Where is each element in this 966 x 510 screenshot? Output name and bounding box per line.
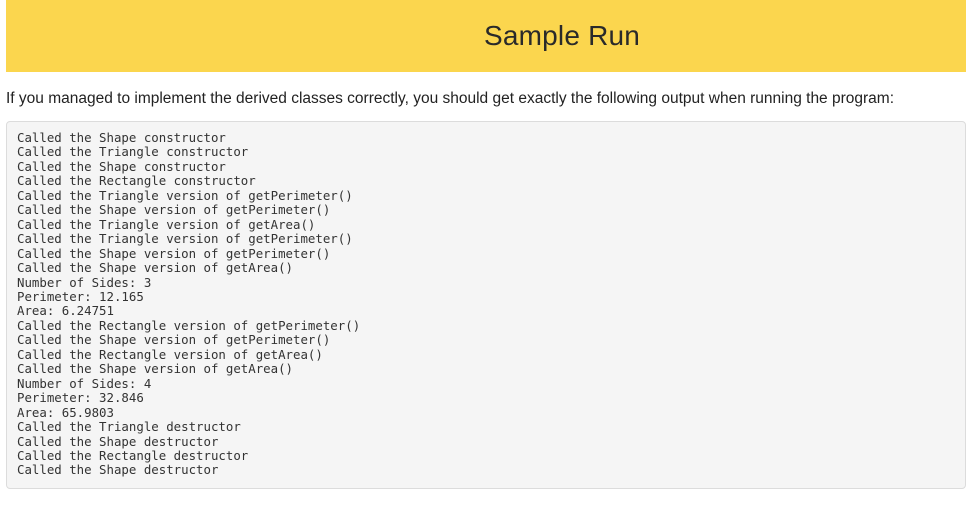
output-line: Called the Shape constructor <box>17 158 226 174</box>
output-line: Area: 65.9803 <box>17 404 114 420</box>
output-line: Called the Shape destructor <box>17 433 219 449</box>
output-line: Called the Shape constructor <box>17 130 226 145</box>
output-line: Called the Shape version of getPerimeter… <box>17 202 331 218</box>
output-line: Called the Rectangle destructor <box>17 447 249 463</box>
output-line: Called the Shape version of getPerimeter… <box>17 332 331 348</box>
output-line: Called the Triangle version of getPerime… <box>17 231 353 247</box>
header-banner: Sample Run <box>6 0 966 72</box>
intro-paragraph: If you managed to implement the derived … <box>6 90 895 107</box>
output-line: Perimeter: 12.165 <box>17 288 144 304</box>
output-line: Called the Triangle destructor <box>17 419 241 435</box>
output-line: Called the Rectangle version of getArea(… <box>17 346 323 362</box>
output-line: Called the Triangle constructor <box>17 144 249 160</box>
page-title: Sample Run <box>483 20 641 51</box>
output-line: Called the Rectangle constructor <box>17 173 256 189</box>
output-line: Perimeter: 32.846 <box>17 390 144 406</box>
output-line: Called the Triangle version of getArea() <box>17 216 316 232</box>
output-line: Called the Shape version of getArea() <box>17 361 294 377</box>
output-line: Called the Shape destructor <box>17 462 219 478</box>
output-line: Number of Sides: 3 <box>17 274 152 290</box>
output-line: Number of Sides: 4 <box>17 375 152 391</box>
output-line: Called the Shape version of getArea() <box>17 260 294 276</box>
output-line: Called the Rectangle version of getPerim… <box>17 317 361 333</box>
output-line: Called the Shape version of getPerimeter… <box>17 245 331 261</box>
output-line: Area: 6.24751 <box>17 303 114 319</box>
output-line: Called the Triangle version of getPerime… <box>17 187 353 203</box>
